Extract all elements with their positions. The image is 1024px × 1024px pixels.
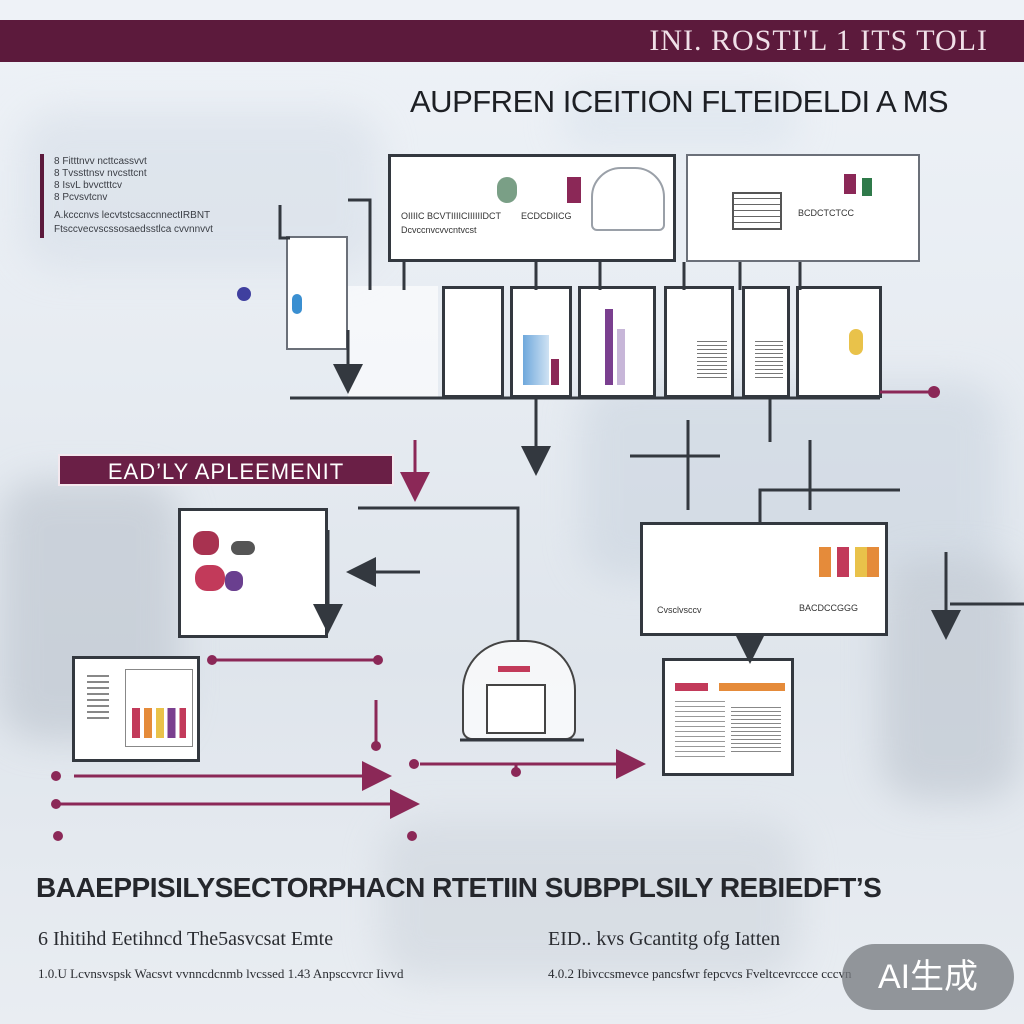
analysis-panel: Cvsclvsccv BACDCCGGG bbox=[640, 522, 888, 636]
card-4 bbox=[510, 286, 572, 398]
panel-caption: ECDCDIICG bbox=[521, 211, 572, 221]
legend-line: 8 Fitttnvv ncttcassvvt bbox=[54, 156, 147, 167]
sketch-icon bbox=[195, 565, 225, 591]
sketch-icon bbox=[497, 177, 517, 203]
card-5 bbox=[578, 286, 656, 398]
legend-accent-bar bbox=[40, 154, 44, 238]
panel-caption: Dcvccnvcvvcntvcst bbox=[401, 225, 477, 235]
table-sketch bbox=[731, 705, 781, 755]
bar-sketch bbox=[675, 683, 785, 691]
footer-title: BAAEPPISILYSECTORPHACN RTETIIN SUBPPLSIL… bbox=[36, 872, 882, 903]
report-panel bbox=[72, 656, 200, 762]
machine-window bbox=[486, 684, 546, 734]
card-1 bbox=[286, 236, 348, 350]
panel-caption: BCDCTCTCC bbox=[798, 208, 854, 218]
sketch-icon bbox=[193, 531, 219, 555]
list-sketch bbox=[675, 701, 725, 761]
background-blob bbox=[880, 560, 1020, 800]
sketch-icon bbox=[292, 294, 302, 314]
legend-line: 8 Tvssttnsv nvcsttcnt bbox=[54, 168, 147, 179]
panel-caption: BACDCCGGG bbox=[799, 603, 859, 613]
sketch-icon bbox=[844, 174, 856, 194]
process-tag: EAD’LY APLEEMENIT bbox=[58, 454, 394, 486]
panel-caption: Cvsclvsccv bbox=[657, 605, 702, 615]
output-panel bbox=[662, 658, 794, 776]
legend-line: A.kcccnvs lecvtstcsaccnnectIRBNT bbox=[54, 210, 211, 221]
header-label: INI. ROSTI'L 1 ITS TOLI bbox=[649, 24, 988, 57]
background-blob bbox=[560, 90, 800, 150]
chart-sketch bbox=[125, 669, 193, 747]
ingredients-panel bbox=[178, 508, 328, 638]
table-sketch bbox=[755, 341, 783, 381]
bar-sketch bbox=[617, 329, 625, 385]
legend-line: 8 IsvL bvvctttcv bbox=[54, 180, 122, 191]
bar-sketch bbox=[523, 335, 549, 385]
bar-sketch bbox=[551, 359, 559, 385]
legend-line: Ftsccvecvscssosaedsstlca cvvnnvvt bbox=[54, 224, 213, 235]
card-7 bbox=[742, 286, 790, 398]
stack-sketch-icon bbox=[732, 192, 782, 230]
bar-sketch bbox=[819, 547, 879, 577]
top-panel-left: OIIIIC BCVTIIIICIIIIIIDCT Dcvccnvcvvcntv… bbox=[388, 154, 676, 262]
card-2 bbox=[348, 286, 438, 398]
sketch-icon bbox=[225, 571, 243, 591]
sketch-icon bbox=[231, 541, 255, 555]
device-sketch-icon bbox=[591, 167, 665, 231]
bar-sketch bbox=[132, 708, 186, 738]
ai-generated-badge: AI生成 bbox=[842, 944, 1014, 1010]
sketch-icon bbox=[849, 329, 863, 355]
machine-sketch-icon bbox=[462, 640, 576, 740]
footer-detail-left: 1.0.U Lcvnsvspsk Wacsvt vvnncdcnmb lvcss… bbox=[38, 966, 404, 981]
footer-note-right: EID.. kvs Gcantitg ofg Iatten bbox=[548, 928, 781, 950]
sketch-icon bbox=[862, 178, 872, 196]
bar-sketch bbox=[605, 309, 613, 385]
list-sketch bbox=[87, 673, 109, 723]
footer-note-left: 6 Ihitihd Eetihncd The5asvcsat Emte bbox=[38, 928, 334, 950]
card-6 bbox=[664, 286, 734, 398]
card-3 bbox=[442, 286, 504, 398]
background-blob bbox=[380, 820, 800, 980]
legend-line: 8 Pcvsvtcnv bbox=[54, 192, 108, 203]
table-sketch bbox=[697, 341, 727, 381]
diagram-title: AUPFREN ICEITION FLTEIDELDI A MS bbox=[410, 84, 949, 119]
panel-caption: OIIIIC BCVTIIIICIIIIIIDCT bbox=[401, 211, 502, 221]
sketch-icon bbox=[567, 177, 581, 203]
machine-indicator bbox=[498, 666, 530, 672]
footer-detail-right: 4.0.2 Ibivccsmevce pancsfwr fepcvcs Fvel… bbox=[548, 966, 852, 981]
top-panel-right: BCDCTCTCC bbox=[686, 154, 920, 262]
header-bar: INI. ROSTI'L 1 ITS TOLI bbox=[0, 20, 1024, 62]
